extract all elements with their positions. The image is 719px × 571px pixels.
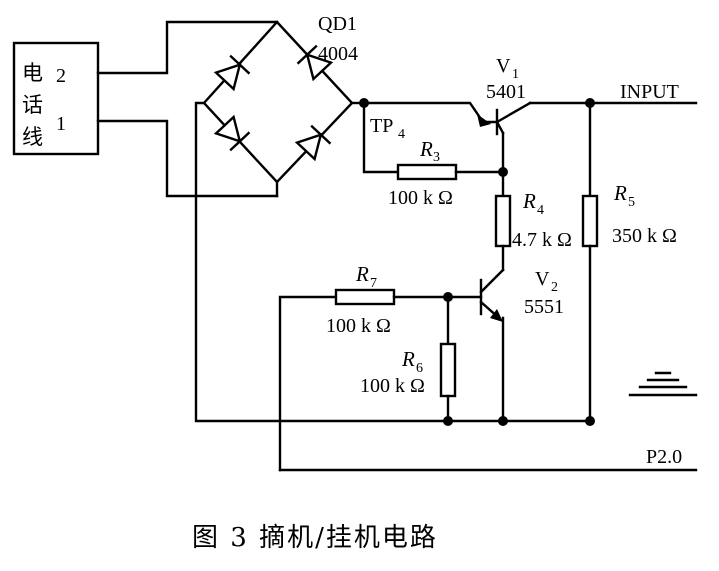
- v1-sub-label: 1: [512, 67, 519, 82]
- r5-sub-label: 5: [628, 195, 635, 210]
- v2-part-label: 5551: [524, 296, 564, 318]
- connector-label-char-1: 电: [22, 61, 43, 85]
- r5-name-label: R: [613, 181, 627, 205]
- r5-value-label: 350 k Ω: [612, 225, 677, 247]
- phone-line-connector: 电 话 线 2 1: [12, 41, 100, 156]
- r7-sub-label: 7: [370, 276, 377, 291]
- resistor-r4: R 4 4.7 k Ω: [494, 189, 572, 272]
- r3-sub-label: 3: [433, 150, 440, 165]
- connector-pin-1-label: 1: [56, 113, 66, 135]
- v1-part-label: 5401: [486, 81, 526, 103]
- connector-pin-2-label: 2: [56, 65, 66, 87]
- r6-name-label: R: [401, 347, 415, 371]
- transistor-v2: V 2 5551: [479, 268, 564, 423]
- bridge-part-label: 4004: [318, 43, 358, 65]
- diode-4: [294, 124, 332, 162]
- v1-name-label: V: [496, 55, 511, 77]
- bridge-rectifier-qd1: QD1 4004: [202, 13, 358, 198]
- figure-caption: 图 3 摘机/挂机电路: [192, 523, 438, 553]
- r6-value-label: 100 k Ω: [360, 375, 425, 397]
- r3-value-label: 100 k Ω: [388, 187, 453, 209]
- line-wires: [96, 20, 279, 198]
- resistor-r7: R 7 100 k Ω: [278, 262, 450, 472]
- ground-symbol: [588, 371, 698, 423]
- r7-value-label: 100 k Ω: [326, 315, 391, 337]
- resistor-r3: R 3 100 k Ω: [362, 101, 508, 209]
- r4-name-label: R: [522, 189, 536, 213]
- tp4-node: TP 4: [350, 98, 485, 142]
- diode-1: [213, 54, 251, 92]
- input-net-label: INPUT: [620, 81, 679, 103]
- p20-net-label: P2.0: [646, 446, 682, 468]
- diode-3: [213, 114, 251, 152]
- r4-value-label: 4.7 k Ω: [512, 229, 572, 251]
- transistor-v1: V 1 5401: [477, 55, 532, 136]
- connector-label-char-3: 线: [22, 125, 43, 149]
- resistor-r5: R 5 350 k Ω: [581, 101, 677, 423]
- bridge-ground-wire: [194, 101, 592, 423]
- r4-sub-label: 4: [537, 203, 544, 218]
- r7-name-label: R: [355, 262, 369, 286]
- r3-name-label: R: [419, 137, 433, 161]
- tp4-label: TP: [370, 115, 393, 137]
- tp4-sub-label: 4: [398, 127, 405, 142]
- v2-name-label: V: [535, 268, 550, 290]
- diode-2: [296, 44, 334, 82]
- r6-sub-label: 6: [416, 361, 423, 376]
- connector-label-char-2: 话: [22, 93, 43, 117]
- v2-sub-label: 2: [551, 280, 558, 295]
- resistor-r6: R 6 100 k Ω: [360, 295, 457, 423]
- bridge-name-label: QD1: [318, 13, 357, 35]
